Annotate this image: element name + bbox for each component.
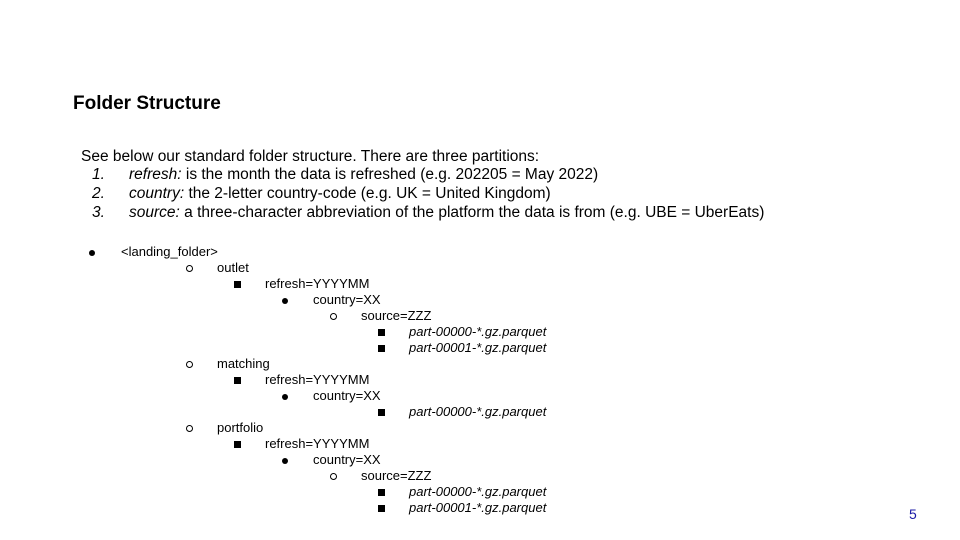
partition-desc: is the month the data is refreshed (e.g.… — [181, 166, 599, 183]
bullet-square-icon — [374, 340, 388, 356]
partition-term: source: — [129, 204, 180, 221]
partition-desc: the 2-letter country-code (e.g. UK = Uni… — [184, 185, 551, 202]
partition-term: refresh: — [129, 166, 182, 183]
tree-item-label: refresh=YYYYMM — [265, 436, 370, 451]
bullet-square-icon — [230, 436, 244, 452]
bullet-square-icon — [230, 276, 244, 292]
bullet-square-icon — [230, 372, 244, 388]
list-number: 1. — [92, 166, 105, 183]
bullet-square-icon — [374, 324, 388, 340]
tree-item-label: part-00000-*.gz.parquet — [409, 404, 547, 419]
page-number: 5 — [909, 506, 917, 522]
tree-item-label: country=XX — [313, 452, 381, 467]
tree-item-label: source=ZZZ — [361, 468, 432, 483]
bullet-circle-icon — [182, 260, 196, 276]
tree-item-label: part-00001-*.gz.parquet — [409, 500, 547, 515]
tree-item-label: matching — [217, 356, 270, 371]
tree-item-label: country=XX — [313, 388, 381, 403]
tree-item-label: <landing_folder> — [121, 244, 218, 259]
bullet-dot-icon — [278, 388, 292, 404]
bullet-square-icon — [374, 404, 388, 420]
tree-item-label: part-00001-*.gz.parquet — [409, 340, 547, 355]
bullet-circle-icon — [182, 356, 196, 372]
bullet-circle-icon — [326, 308, 340, 324]
list-number: 2. — [92, 185, 105, 202]
bullet-square-icon — [374, 500, 388, 516]
bullet-dot-icon — [278, 292, 292, 308]
bullet-dot-icon — [85, 244, 99, 260]
list-number: 3. — [92, 204, 105, 221]
intro-text: See below our standard folder structure.… — [81, 148, 540, 165]
tree-item-label: part-00000-*.gz.parquet — [409, 324, 547, 339]
slide-title: Folder Structure — [73, 93, 221, 114]
tree-item-label: refresh=YYYYMM — [265, 276, 370, 291]
tree-item-label: outlet — [217, 260, 249, 275]
tree-item-label: country=XX — [313, 292, 381, 307]
tree-item-label: refresh=YYYYMM — [265, 372, 370, 387]
bullet-square-icon — [374, 484, 388, 500]
bullet-dot-icon — [278, 452, 292, 468]
bullet-circle-icon — [326, 468, 340, 484]
tree-item-label: portfolio — [217, 420, 264, 435]
partition-term: country: — [129, 185, 185, 202]
bullet-circle-icon — [182, 420, 196, 436]
partition-desc: a three-character abbreviation of the pl… — [179, 204, 765, 221]
tree-item-label: part-00000-*.gz.parquet — [409, 484, 547, 499]
tree-item-label: source=ZZZ — [361, 308, 432, 323]
